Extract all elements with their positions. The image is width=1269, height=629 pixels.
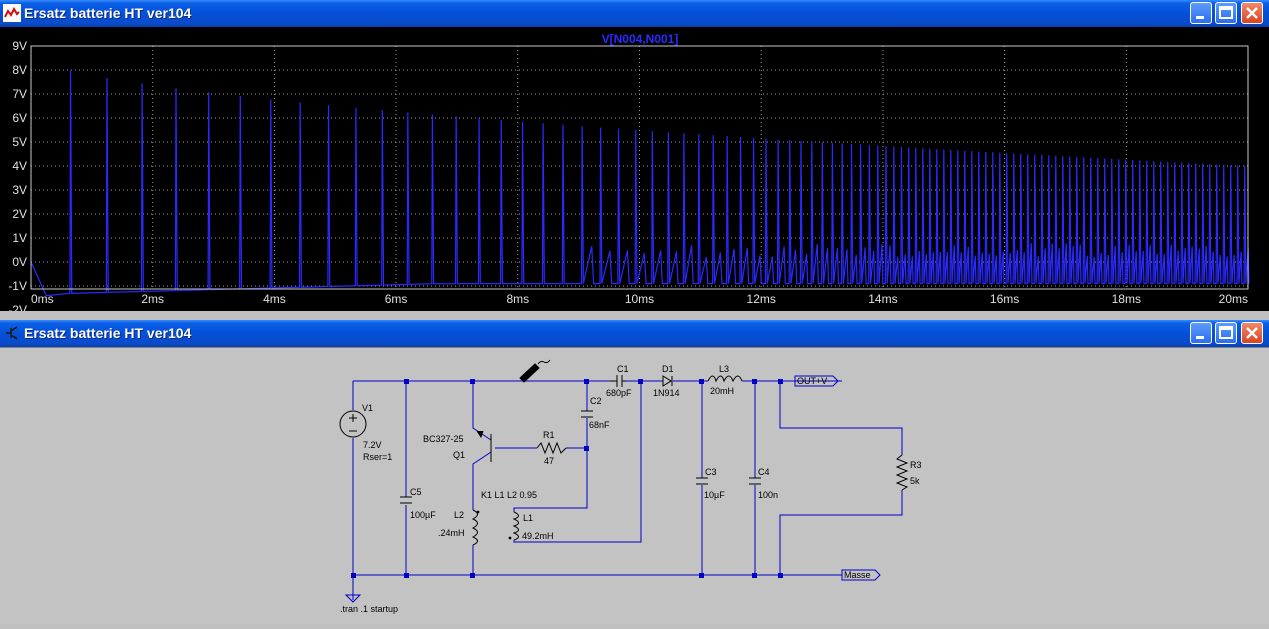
- r1-resistor-symbol[interactable]: [537, 443, 566, 453]
- c1-value-label: 680pF: [606, 388, 632, 398]
- x-tick-label: 6ms: [385, 292, 408, 306]
- r1-name-label: R1: [543, 430, 555, 440]
- x-tick-label: 8ms: [506, 292, 529, 306]
- y-tick-label: 8V: [12, 63, 27, 77]
- x-tick-label: 18ms: [1112, 292, 1141, 306]
- r3-name-label: R3: [910, 460, 922, 470]
- voltage-probe-cursor: [520, 360, 550, 382]
- y-tick-label: 9V: [12, 39, 27, 53]
- d1-diode-symbol[interactable]: [663, 376, 672, 386]
- y-tick-label: -2V: [8, 303, 27, 311]
- schematic-close-button[interactable]: [1241, 322, 1263, 344]
- l2-name-label: L2: [454, 510, 464, 520]
- y-tick-label: 2V: [12, 207, 27, 221]
- x-tick-label: 0ms: [31, 292, 54, 306]
- waveform-window-title: Ersatz batterie HT ver104: [24, 5, 191, 21]
- c3-value-label: 10µF: [704, 490, 725, 500]
- gnd-net-label[interactable]: Masse: [844, 570, 871, 580]
- schematic-maximize-button[interactable]: [1215, 322, 1237, 344]
- y-tick-label: 0V: [12, 255, 27, 269]
- x-tick-label: 20ms: [1219, 292, 1248, 306]
- c4-value-label: 100n: [758, 490, 778, 500]
- wire-q1-bottom[interactable]: [473, 452, 491, 510]
- x-tick-label: 16ms: [990, 292, 1019, 306]
- c1-capacitor-symbol[interactable]: [610, 375, 626, 387]
- y-tick-label: 7V: [12, 87, 27, 101]
- schematic-drawing[interactable]: V1 7.2V Rser=1 C5 100µF BC327-25 Q1 R1 4…: [0, 348, 1269, 624]
- tran-directive-label[interactable]: .tran .1 startup: [340, 604, 398, 614]
- v1-source-symbol[interactable]: [340, 411, 366, 437]
- c2-value-label: 68nF: [589, 420, 610, 430]
- y-tick-label: 1V: [12, 231, 27, 245]
- x-tick-label: 10ms: [625, 292, 654, 306]
- c5-name-label: C5: [410, 487, 422, 497]
- waveform-plot-area[interactable]: 9V 8V 7V 6V 5V 4V 3V 2V 1V 0V -1V -2V 0ms 2ms 4ms 6ms 8…: [0, 27, 1269, 311]
- v1-value-label: 7.2V: [363, 440, 382, 450]
- waveform-maximize-button[interactable]: [1215, 2, 1237, 24]
- q1-model-label: BC327-25: [423, 434, 464, 444]
- y-tick-label: 5V: [12, 135, 27, 149]
- waveform-titlebar[interactable]: Ersatz batterie HT ver104: [0, 0, 1269, 27]
- c3-capacitor-symbol[interactable]: [696, 478, 708, 484]
- schematic-window-title: Ersatz batterie HT ver104: [24, 325, 191, 341]
- r3-value-label: 5k: [910, 476, 920, 486]
- y-tick-label: 6V: [12, 111, 27, 125]
- x-tick-label: 12ms: [747, 292, 776, 306]
- x-tick-label: 2ms: [141, 292, 164, 306]
- c5-capacitor-symbol[interactable]: [400, 497, 412, 503]
- schematic-minimize-button[interactable]: [1190, 322, 1212, 344]
- c2-name-label: C2: [590, 396, 602, 406]
- out-net-label[interactable]: OUT+V: [797, 376, 827, 386]
- l2-value-label: .24mH: [438, 528, 465, 538]
- waveform-close-button[interactable]: [1241, 2, 1263, 24]
- x-tick-label: 4ms: [263, 292, 286, 306]
- k1-directive-label: K1 L1 L2 0.95: [481, 490, 537, 500]
- l3-name-label: L3: [719, 364, 729, 374]
- waveform-app-icon[interactable]: [3, 4, 21, 22]
- c2-capacitor-symbol[interactable]: [581, 411, 593, 417]
- l1-name-label: L1: [523, 513, 533, 523]
- l3-inductor-symbol[interactable]: [708, 376, 742, 381]
- waveform-window: Ersatz batterie HT ver104 9V 8V 7V 6V 5V 4V 3V…: [0, 0, 1269, 311]
- schematic-window: Ersatz batterie HT ver104: [0, 320, 1269, 623]
- l2-inductor-symbol[interactable]: [473, 510, 478, 545]
- q1-name-label: Q1: [453, 450, 465, 460]
- v1-rser-label: Rser=1: [363, 452, 392, 462]
- waveform-minimize-button[interactable]: [1190, 2, 1212, 24]
- wire-r3[interactable]: [780, 381, 902, 575]
- c4-capacitor-symbol[interactable]: [749, 478, 761, 484]
- d1-value-label: 1N914: [653, 388, 680, 398]
- y-tick-label: 4V: [12, 159, 27, 173]
- x-tick-label: 14ms: [868, 292, 897, 306]
- c4-name-label: C4: [758, 467, 770, 477]
- l1-value-label: 49.2mH: [522, 531, 554, 541]
- l1-inductor-symbol[interactable]: [514, 512, 519, 540]
- c3-name-label: C3: [705, 467, 717, 477]
- c1-name-label: C1: [617, 364, 629, 374]
- d1-name-label: D1: [662, 364, 674, 374]
- schematic-app-icon[interactable]: [3, 324, 21, 342]
- schematic-canvas[interactable]: V1 7.2V Rser=1 C5 100µF BC327-25 Q1 R1 4…: [0, 347, 1269, 624]
- schematic-titlebar[interactable]: Ersatz batterie HT ver104: [0, 320, 1269, 347]
- r1-value-label: 47: [544, 456, 554, 466]
- c5-value-label: 100µF: [410, 510, 436, 520]
- v1-name-label: V1: [362, 403, 373, 413]
- wire-l1-bottom[interactable]: [514, 381, 641, 542]
- r3-resistor-symbol[interactable]: [897, 455, 907, 490]
- trace-label[interactable]: V[N004,N001]: [602, 32, 679, 46]
- l3-value-label: 20mH: [710, 386, 734, 396]
- waveform-plot[interactable]: 9V 8V 7V 6V 5V 4V 3V 2V 1V 0V -1V -2V 0ms 2ms 4ms 6ms 8…: [0, 27, 1269, 311]
- y-tick-label: 3V: [12, 183, 27, 197]
- y-tick-label: -1V: [8, 279, 27, 293]
